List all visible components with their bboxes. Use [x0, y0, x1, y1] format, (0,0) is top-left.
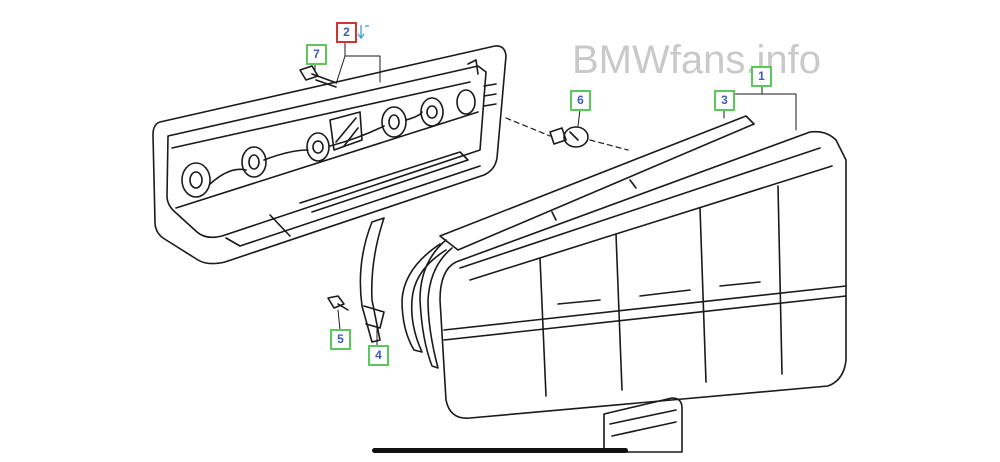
home-indicator[interactable] [372, 448, 628, 453]
callout-2[interactable]: 2 [336, 22, 357, 43]
assembly-lines [505, 117, 629, 151]
selection-marker-icon [357, 25, 369, 40]
callout-5[interactable]: 5 [330, 329, 351, 350]
partial-part [603, 397, 683, 453]
callout-1[interactable]: 1 [751, 66, 772, 87]
tail-light-housing [439, 130, 847, 419]
callout-6[interactable]: 6 [570, 90, 591, 111]
nut-part [327, 295, 349, 311]
callout-7[interactable]: 7 [306, 44, 327, 65]
callout-4[interactable]: 4 [368, 345, 389, 366]
bulb-part [549, 126, 589, 148]
watermark: BMWfans.info [572, 38, 821, 82]
callout-3[interactable]: 3 [714, 90, 735, 111]
gasket-part [401, 115, 755, 369]
bracket-part [359, 217, 385, 343]
bulb-carrier [152, 45, 507, 265]
screw-part [299, 65, 337, 88]
